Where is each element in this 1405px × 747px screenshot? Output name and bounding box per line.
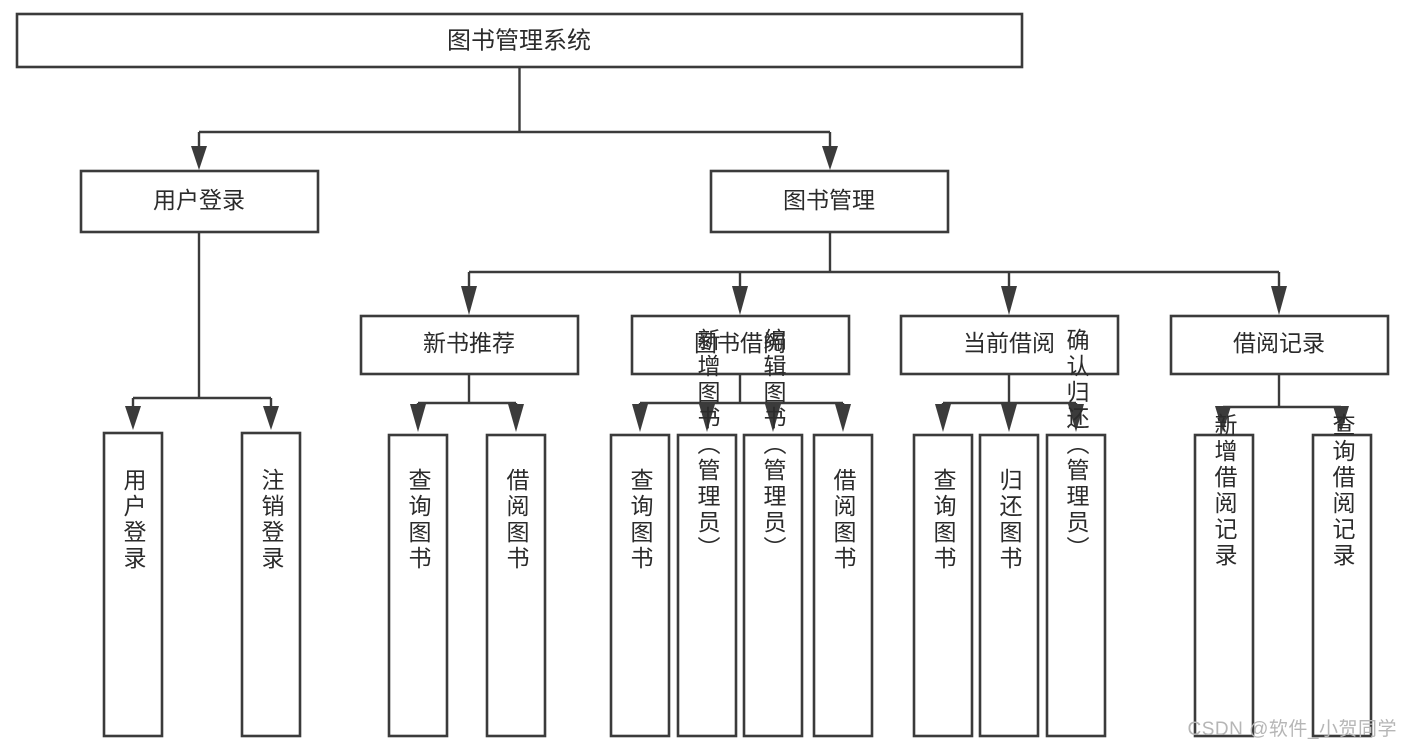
- leaf-add-borrow-record[interactable]: 新增借阅记录: [1193, 413, 1255, 738]
- leaf-edit-book[interactable]: 编辑图书（管理员）: [742, 328, 804, 738]
- node-book-borrow[interactable]: 图书借阅: [630, 314, 851, 376]
- leaf-add-book[interactable]: 新增图书（管理员）: [676, 328, 738, 738]
- arrow-head-leaf-query-book-2: [632, 404, 648, 432]
- connector-group-user-login: [125, 232, 279, 430]
- connector-group-borrow-record: [1215, 374, 1349, 432]
- node-new-book-recommend-label: 新书推荐: [423, 330, 515, 356]
- node-book-management[interactable]: 图书管理: [709, 169, 950, 234]
- node-root[interactable]: 图书管理系统: [15, 12, 1024, 69]
- leaf-edit-book-box[interactable]: [742, 433, 804, 738]
- arrow-head-leaf-edit-book: [765, 404, 781, 432]
- leaf-confirm-return-label: 确认归还（管理员）: [1063, 328, 1090, 562]
- leaf-confirm-return-box[interactable]: [1045, 433, 1107, 738]
- node-user-login-label: 用户登录: [153, 187, 245, 213]
- arrow-head-leaf-add-book: [699, 404, 715, 432]
- leaf-borrow-book-new-label: 借阅图书: [503, 468, 530, 572]
- connector-group-book-mgmt: [461, 232, 1287, 315]
- leaf-query-borrow-record-label: 查询借阅记录: [1329, 413, 1356, 569]
- leaf-query-book-current-box[interactable]: [912, 433, 974, 738]
- leaf-query-book-borrow[interactable]: 查询图书: [609, 433, 671, 738]
- leaf-query-borrow-record-box[interactable]: [1311, 433, 1373, 738]
- arrow-head-book-borrow: [732, 286, 748, 315]
- connector-group-new-book-rec: [410, 374, 524, 432]
- node-user-login[interactable]: 用户登录: [79, 169, 320, 234]
- node-new-book-recommend-box[interactable]: [359, 314, 580, 376]
- arrow-head-borrow-record: [1271, 286, 1287, 315]
- leaf-user-login-box[interactable]: [102, 431, 164, 738]
- leaf-edit-book-label: 编辑图书（管理员）: [760, 328, 787, 562]
- leaf-return-book-box[interactable]: [978, 433, 1040, 738]
- node-current-borrow-box[interactable]: [899, 314, 1120, 376]
- leaf-user-login[interactable]: 用户登录: [102, 431, 164, 738]
- leaf-borrow-book-new-box[interactable]: [485, 433, 547, 738]
- node-borrow-record[interactable]: 借阅记录: [1169, 314, 1390, 376]
- leaf-query-book-borrow-box[interactable]: [609, 433, 671, 738]
- leaf-borrow-book-borrow-label: 借阅图书: [830, 468, 857, 572]
- arrow-head-leaf-query-record: [1333, 406, 1349, 432]
- leaf-query-borrow-record[interactable]: 查询借阅记录: [1311, 413, 1373, 738]
- node-new-book-recommend[interactable]: 新书推荐: [359, 314, 580, 376]
- arrow-head-leaf-query-book-3: [935, 404, 951, 432]
- leaf-borrow-book-borrow-box[interactable]: [812, 433, 874, 738]
- arrow-head-user-login: [191, 146, 207, 170]
- leaf-logout-box[interactable]: [240, 431, 302, 738]
- node-borrow-record-label: 借阅记录: [1233, 330, 1325, 356]
- leaf-logout[interactable]: 注销登录: [240, 431, 302, 738]
- leaf-add-book-box[interactable]: [676, 433, 738, 738]
- arrow-head-leaf-confirm-return: [1068, 404, 1084, 432]
- arrow-head-new-book-rec: [461, 286, 477, 315]
- arrow-head-leaf-query-book-1: [410, 404, 426, 432]
- leaf-return-book[interactable]: 归还图书: [978, 433, 1040, 738]
- leaf-confirm-return[interactable]: 确认归还（管理员）: [1045, 328, 1107, 738]
- arrow-head-leaf-borrow-book-1: [508, 404, 524, 432]
- arrow-head-leaf-borrow-book-2: [835, 404, 851, 432]
- node-current-borrow-label: 当前借阅: [963, 330, 1055, 356]
- leaf-query-book-current-label: 查询图书: [930, 468, 957, 572]
- arrow-head-book-mgmt: [822, 146, 838, 170]
- leaf-user-login-label: 用户登录: [120, 468, 147, 572]
- leaf-query-book-current[interactable]: 查询图书: [912, 433, 974, 738]
- node-book-management-label: 图书管理: [783, 187, 875, 213]
- node-user-login-box[interactable]: [79, 169, 320, 234]
- leaf-query-book-borrow-label: 查询图书: [627, 468, 654, 572]
- node-book-borrow-label: 图书借阅: [694, 330, 786, 356]
- leaf-add-borrow-record-label: 新增借阅记录: [1211, 413, 1238, 569]
- node-root-label: 图书管理系统: [447, 27, 591, 54]
- arrow-head-current-borrow: [1001, 286, 1017, 315]
- connector-group-root: [191, 67, 838, 170]
- arrow-head-leaf-user-login: [125, 406, 141, 430]
- node-book-management-box[interactable]: [709, 169, 950, 234]
- arrow-head-leaf-logout: [263, 406, 279, 430]
- leaf-query-book-new-box[interactable]: [387, 433, 449, 738]
- leaf-query-book-new-label: 查询图书: [405, 468, 432, 572]
- connector-group-book-borrow: [632, 374, 851, 432]
- leaf-add-book-label: 新增图书（管理员）: [694, 328, 721, 562]
- leaf-logout-label: 注销登录: [258, 468, 285, 572]
- arrow-head-leaf-add-record: [1215, 406, 1231, 432]
- arrow-head-leaf-return-book: [1001, 404, 1017, 432]
- leaf-borrow-book-borrow[interactable]: 借阅图书: [812, 433, 874, 738]
- node-book-borrow-box[interactable]: [630, 314, 851, 376]
- leaf-borrow-book-new[interactable]: 借阅图书: [485, 433, 547, 738]
- leaf-add-borrow-record-box[interactable]: [1193, 433, 1255, 738]
- leaf-return-book-label: 归还图书: [996, 468, 1023, 572]
- node-current-borrow[interactable]: 当前借阅: [899, 314, 1120, 376]
- leaf-query-book-new[interactable]: 查询图书: [387, 433, 449, 738]
- node-borrow-record-box[interactable]: [1169, 314, 1390, 376]
- node-root-box[interactable]: [15, 12, 1024, 69]
- connector-group-current-borrow: [935, 374, 1084, 432]
